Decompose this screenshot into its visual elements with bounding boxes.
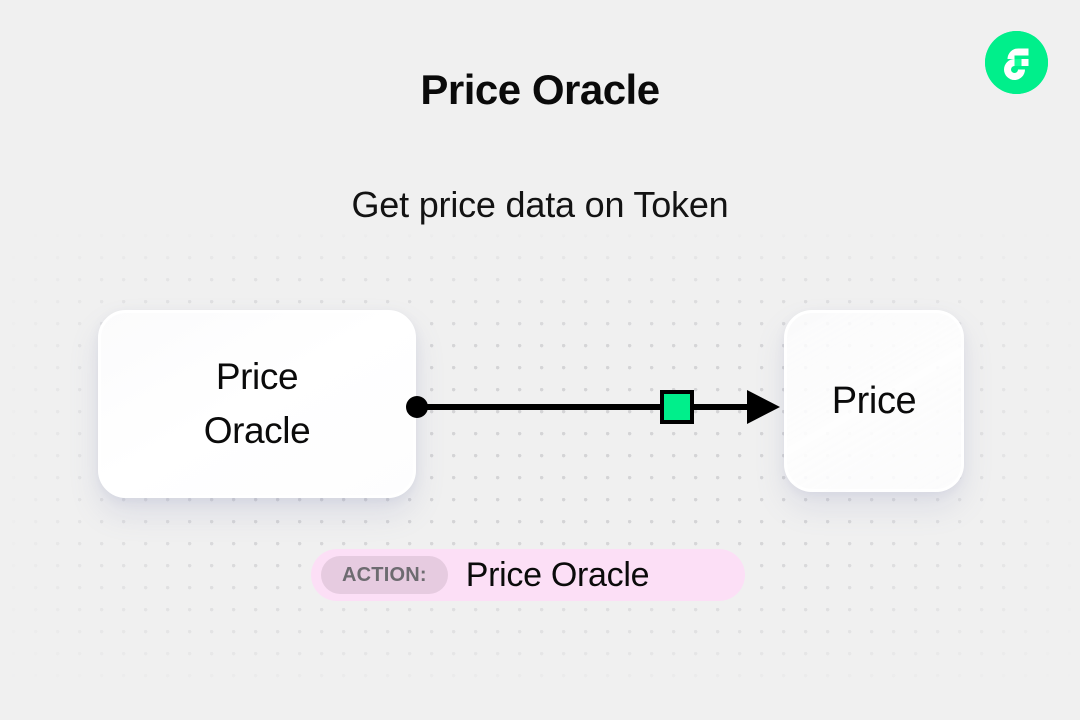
arrowhead-icon	[747, 390, 780, 424]
node-price-oracle[interactable]: Price Oracle	[98, 310, 416, 498]
page-subtitle: Get price data on Token	[351, 184, 729, 225]
edge-price-oracle-to-price	[406, 390, 780, 424]
page-title: Price Oracle	[420, 66, 660, 113]
edge-marker-square[interactable]	[660, 390, 694, 424]
node-price-label: Price	[831, 380, 917, 422]
output-port-dot[interactable]	[406, 396, 428, 418]
action-badge-value: Price Oracle	[465, 555, 650, 594]
node-price[interactable]: Price	[784, 310, 964, 492]
node-price-oracle-label: Price Oracle	[203, 356, 311, 451]
action-badge-pill-label: ACTION:	[321, 556, 448, 594]
action-badge[interactable]: ACTION: Price Oracle	[311, 549, 745, 601]
flow-logo-icon	[985, 31, 1048, 94]
